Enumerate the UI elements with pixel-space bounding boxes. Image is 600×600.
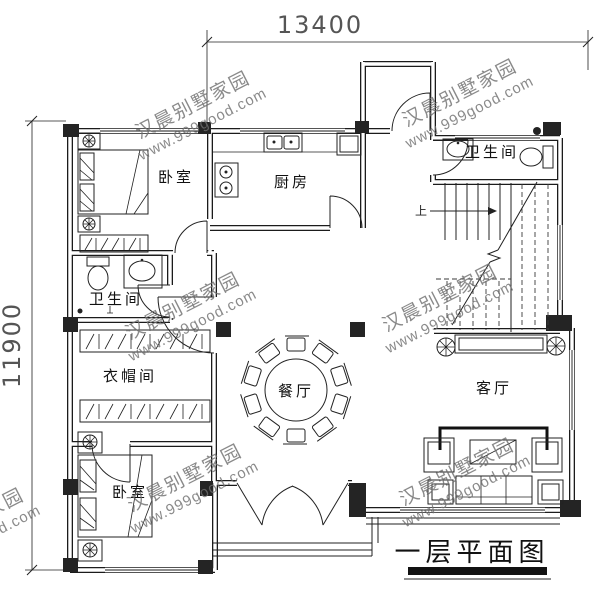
sink-icon bbox=[123, 254, 163, 289]
bed-icon bbox=[77, 149, 149, 215]
nightstand-icon bbox=[77, 539, 103, 562]
doors bbox=[91, 92, 469, 526]
dimension-top: 13400 bbox=[201, 11, 594, 127]
wardrobe-icon bbox=[79, 399, 211, 423]
bath-mid-fixtures bbox=[77, 254, 163, 314]
wardrobe-icon bbox=[79, 329, 211, 353]
columns bbox=[63, 121, 581, 574]
sofa-set-icon bbox=[423, 426, 564, 505]
room-label-bath-mid: 卫生间 bbox=[89, 291, 143, 308]
room-label-dining: 餐厅 bbox=[278, 383, 314, 400]
living-furniture bbox=[423, 334, 566, 505]
room-label-living: 客厅 bbox=[476, 380, 512, 397]
windows bbox=[100, 128, 575, 573]
dining-chairs bbox=[240, 335, 352, 445]
dining-table-icon bbox=[240, 335, 352, 445]
dimension-left: 11900 bbox=[0, 115, 66, 576]
dimension-left-value: 11900 bbox=[0, 302, 26, 388]
console-table-icon bbox=[436, 334, 566, 357]
kitchen-furniture bbox=[213, 132, 362, 198]
coffee-table-icon bbox=[469, 439, 517, 465]
dimension-top-value: 13400 bbox=[277, 11, 363, 39]
bed-icon bbox=[77, 454, 153, 538]
toilet-icon bbox=[86, 256, 110, 291]
title-underline-bar bbox=[408, 567, 547, 575]
shower-icon bbox=[107, 306, 113, 314]
room-label-bedroom-bottom: 卧室 bbox=[112, 484, 148, 501]
wardrobe-icon bbox=[79, 234, 149, 253]
room-label-bedroom-top: 卧室 bbox=[158, 169, 194, 186]
bedroom-top-furniture bbox=[77, 132, 149, 253]
entry-terrace bbox=[213, 517, 560, 557]
pipe-stack-icon bbox=[533, 127, 541, 135]
bedroom-bottom-furniture bbox=[77, 431, 153, 562]
bath-top-fixtures bbox=[442, 127, 554, 169]
stair-up-label: 上 bbox=[415, 204, 427, 218]
stairs: 上 bbox=[415, 181, 549, 332]
room-label-kitchen: 厨房 bbox=[274, 174, 310, 191]
stair-direction-arrow-icon bbox=[488, 207, 497, 215]
toilet-icon bbox=[519, 145, 554, 169]
cloakroom-furniture bbox=[79, 329, 211, 423]
nightstand-icon bbox=[77, 132, 101, 150]
title-block: 一层平面图 bbox=[394, 537, 551, 580]
stove-icon bbox=[214, 162, 239, 198]
room-label-bath-top: 卫生间 bbox=[465, 144, 519, 161]
floor-drain-icon bbox=[77, 308, 83, 314]
room-label-cloakroom: 衣帽间 bbox=[103, 368, 157, 385]
kitchen-sink-icon bbox=[263, 132, 303, 153]
fridge-icon bbox=[336, 132, 362, 156]
nightstand-icon bbox=[77, 431, 103, 454]
sink-icon bbox=[442, 138, 474, 161]
nightstand-icon bbox=[77, 215, 101, 233]
plan-title: 一层平面图 bbox=[394, 537, 549, 567]
